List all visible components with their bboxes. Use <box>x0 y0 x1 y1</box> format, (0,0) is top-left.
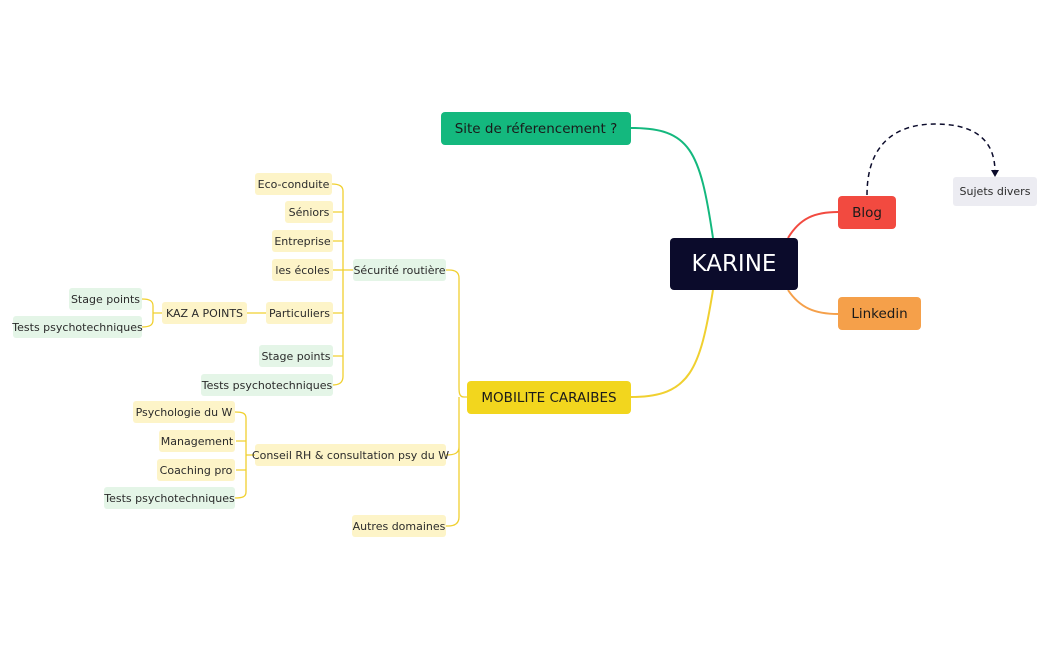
subtopic-label: KAZ A POINTS <box>165 306 244 320</box>
link-kaz-bracket <box>141 298 162 328</box>
topic-mobilite-caraibes[interactable]: MOBILITE CARAIBES <box>467 381 631 414</box>
subtopic-conseil-tests-psychotechniques[interactable]: Tests psychotechniques <box>104 487 235 509</box>
subtopic-label: Stage points <box>261 349 331 363</box>
subtopic-label: Management <box>160 434 234 448</box>
subtopic-label: Conseil RH & consultation psy du W <box>251 448 450 462</box>
subtopic-label: Stage points <box>70 292 141 306</box>
subtopic-label: Séniors <box>288 205 330 219</box>
topic-label: Site de réferencement ? <box>454 120 618 137</box>
subtopic-coaching-pro[interactable]: Coaching pro <box>157 459 235 481</box>
link-mobilite-trunk <box>442 269 467 527</box>
topic-label: Linkedin <box>851 305 908 322</box>
subtopic-label: Psychologie du W <box>135 405 233 419</box>
subtopic-label: Sécurité routière <box>353 263 446 277</box>
subtopic-label: Entreprise <box>274 234 331 248</box>
subtopic-kaz-tests-psychotechniques[interactable]: Tests psychotechniques <box>12 316 143 338</box>
subtopic-securite-routiere[interactable]: Sécurité routière <box>353 259 446 281</box>
root-label: KARINE <box>691 251 777 277</box>
topic-label: MOBILITE CARAIBES <box>481 389 617 406</box>
subtopic-label: Particuliers <box>269 306 330 320</box>
arrowhead-sujets <box>991 170 999 177</box>
link-root-linkedin <box>787 289 839 315</box>
subtopic-autres-domaines[interactable]: Autres domaines <box>352 515 446 537</box>
topic-label: Sujets divers <box>959 185 1031 198</box>
subtopic-seniors[interactable]: Séniors <box>285 201 333 223</box>
topic-blog[interactable]: Blog <box>838 196 896 229</box>
root-node[interactable]: KARINE <box>670 238 798 290</box>
link-root-blog <box>787 211 839 239</box>
link-root-site <box>630 127 714 239</box>
subtopic-management[interactable]: Management <box>159 430 235 452</box>
subtopic-stage-points[interactable]: Stage points <box>259 345 333 367</box>
subtopic-label: Autres domaines <box>352 519 446 533</box>
subtopic-les-ecoles[interactable]: les écoles <box>272 259 333 281</box>
link-securite-bracket <box>331 183 353 386</box>
subtopic-entreprise[interactable]: Entreprise <box>272 230 333 252</box>
topic-label: Blog <box>852 204 882 221</box>
subtopic-label: Eco-conduite <box>257 177 330 191</box>
topic-sujets-divers[interactable]: Sujets divers <box>953 177 1037 206</box>
link-blog-sujets <box>866 123 996 196</box>
subtopic-label: Tests psychotechniques <box>104 491 235 505</box>
subtopic-label: Coaching pro <box>159 463 233 477</box>
subtopic-label: Tests psychotechniques <box>12 320 143 334</box>
subtopic-psychologie-du-w[interactable]: Psychologie du W <box>133 401 235 423</box>
subtopic-eco-conduite[interactable]: Eco-conduite <box>255 173 332 195</box>
subtopic-particuliers[interactable]: Particuliers <box>266 302 333 324</box>
subtopic-label: Tests psychotechniques <box>201 378 333 392</box>
subtopic-tests-psychotechniques[interactable]: Tests psychotechniques <box>201 374 333 396</box>
topic-linkedin[interactable]: Linkedin <box>838 297 921 330</box>
subtopic-conseil-rh[interactable]: Conseil RH & consultation psy du W <box>251 444 450 466</box>
subtopic-kaz-stage-points[interactable]: Stage points <box>69 288 142 310</box>
topic-site-referencement[interactable]: Site de réferencement ? <box>441 112 631 145</box>
subtopic-kaz-a-points[interactable]: KAZ A POINTS <box>162 302 247 324</box>
subtopic-label: les écoles <box>275 263 330 277</box>
link-root-mobilite <box>630 289 714 398</box>
link-conseil-bracket <box>234 411 255 499</box>
